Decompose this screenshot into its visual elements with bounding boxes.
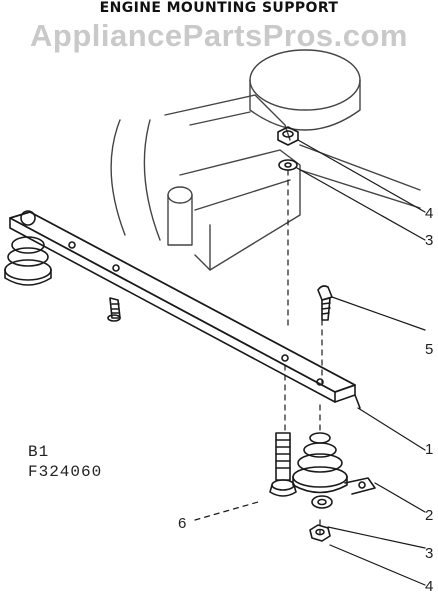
callout-leader-lines xyxy=(194,139,426,586)
callout-5: 5 xyxy=(425,341,434,358)
lower-rubber-mount-part-1 xyxy=(292,432,376,495)
callout-4-lower: 4 xyxy=(425,578,434,595)
assembly-axis-lines xyxy=(284,169,323,541)
engine-mounting-support-bar xyxy=(9,210,361,409)
callout-1: 1 xyxy=(425,441,434,458)
callout-3-upper: 3 xyxy=(425,232,434,249)
callout-3-lower: 3 xyxy=(425,545,434,562)
lower-nut-part-3 xyxy=(309,524,331,542)
lower-washer-part-2 xyxy=(311,495,333,509)
reference-section: B1 xyxy=(28,443,50,461)
left-bar-screw xyxy=(107,297,121,322)
diagram-title: ENGINE MOUNTING SUPPORT xyxy=(99,0,339,16)
left-rubber-mount xyxy=(4,236,52,286)
callout-6: 6 xyxy=(178,515,187,532)
reference-part-number: F324060 xyxy=(28,463,103,481)
callout-4-upper: 4 xyxy=(425,205,434,222)
callout-2: 2 xyxy=(425,507,434,524)
bolt-part-5 xyxy=(317,285,426,331)
upper-washer-part-3 xyxy=(278,159,298,171)
lower-bolt xyxy=(269,432,297,497)
engine-body xyxy=(110,49,421,271)
watermark-logo: AppliancePartsPros.com xyxy=(30,18,408,53)
